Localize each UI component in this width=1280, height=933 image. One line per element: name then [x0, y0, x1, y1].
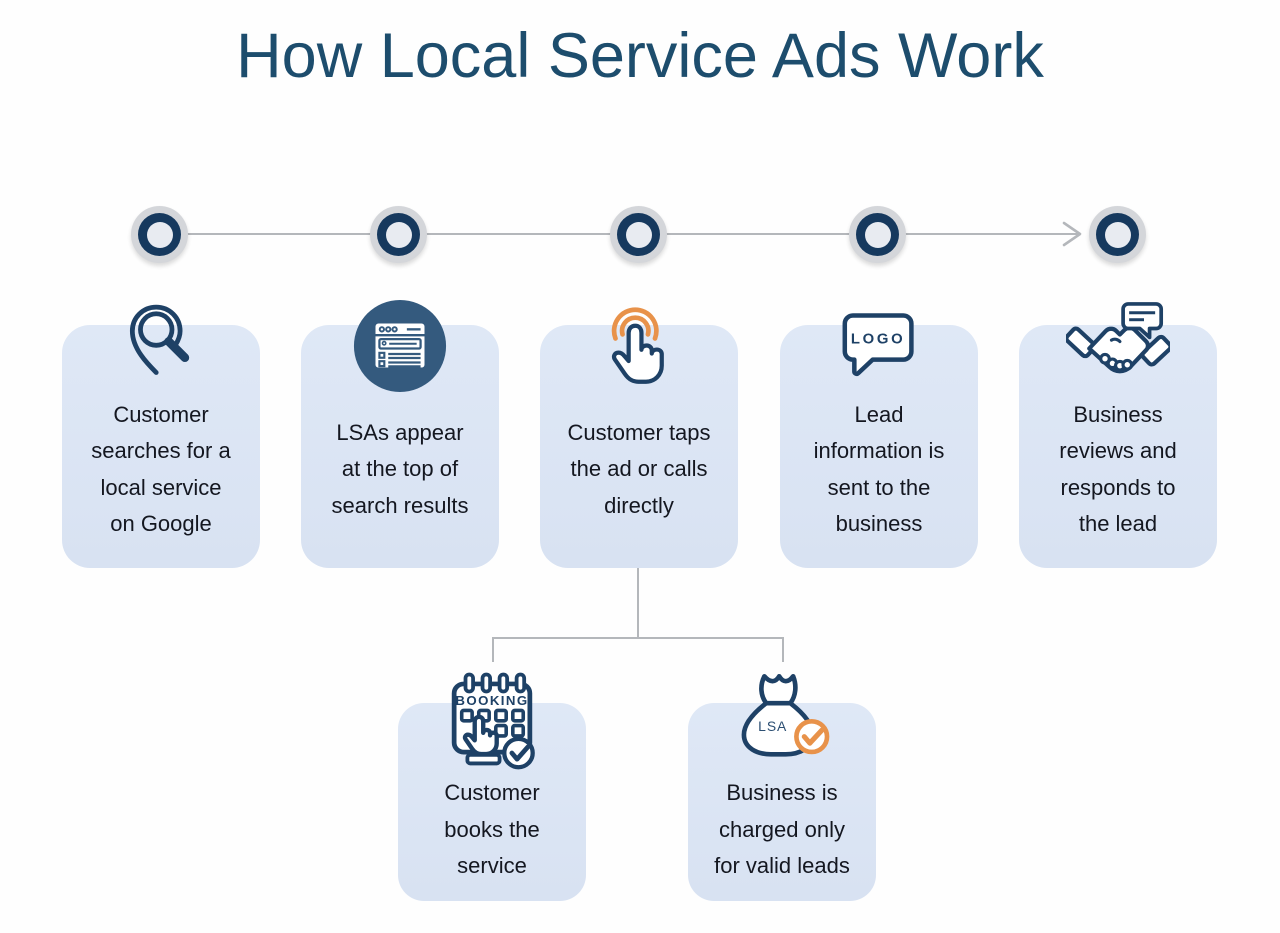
browser-search-results-icon — [353, 299, 447, 393]
branch-connector-horizontal — [492, 637, 784, 639]
timeline-node-4 — [849, 206, 906, 263]
branch-connector-left-drop — [492, 637, 494, 662]
step-card-2: LSAs appear at the top of search results — [301, 299, 499, 568]
branch-card-booking: BOOKING Customer books the service — [398, 672, 586, 901]
logo-speech-bubble-icon: LOGO — [842, 313, 914, 376]
handshake-chat-icon — [1066, 302, 1170, 374]
search-location-icon — [129, 304, 190, 375]
timeline-node-1 — [131, 206, 188, 263]
step-text-2: LSAs appear at the top of search results — [331, 419, 469, 518]
step-text-5: Business reviews and responds to the lea… — [1059, 401, 1177, 537]
page-title: How Local Service Ads Work — [236, 21, 1044, 91]
branch-text-booking: Customer books the service — [444, 780, 540, 879]
branch-text-charge: Business is charged only for valid leads — [714, 780, 850, 879]
step-card-4: LOGO Lead information is sent to the bus… — [780, 313, 978, 568]
branch-card-charge: LSA Business is charged only for valid l… — [688, 673, 876, 901]
money-bag-label: LSA — [758, 718, 787, 734]
step-card-1: Customer searches for a local service on… — [62, 304, 260, 568]
step-card-3: Customer taps the ad or calls directly — [540, 307, 738, 568]
step-card-5: Business reviews and responds to the lea… — [1019, 302, 1217, 568]
step-text-1: Customer searches for a local service on… — [91, 401, 231, 537]
branch-connector-stem — [637, 568, 639, 638]
booking-calendar-icon: BOOKING — [451, 672, 535, 770]
timeline-node-3 — [610, 206, 667, 263]
step-text-3: Customer taps the ad or calls directly — [567, 419, 711, 518]
logo-bubble-label: LOGO — [851, 331, 906, 347]
tap-hand-icon — [611, 307, 686, 393]
step-text-4: Lead information is sent to the business — [813, 401, 945, 537]
booking-calendar-label: BOOKING — [455, 693, 528, 708]
timeline-node-2 — [370, 206, 427, 263]
branch-connector-right-drop — [782, 637, 784, 662]
timeline-node-5 — [1089, 206, 1146, 263]
money-bag-check-icon: LSA — [741, 673, 830, 757]
arrow-right-icon — [1062, 221, 1082, 247]
